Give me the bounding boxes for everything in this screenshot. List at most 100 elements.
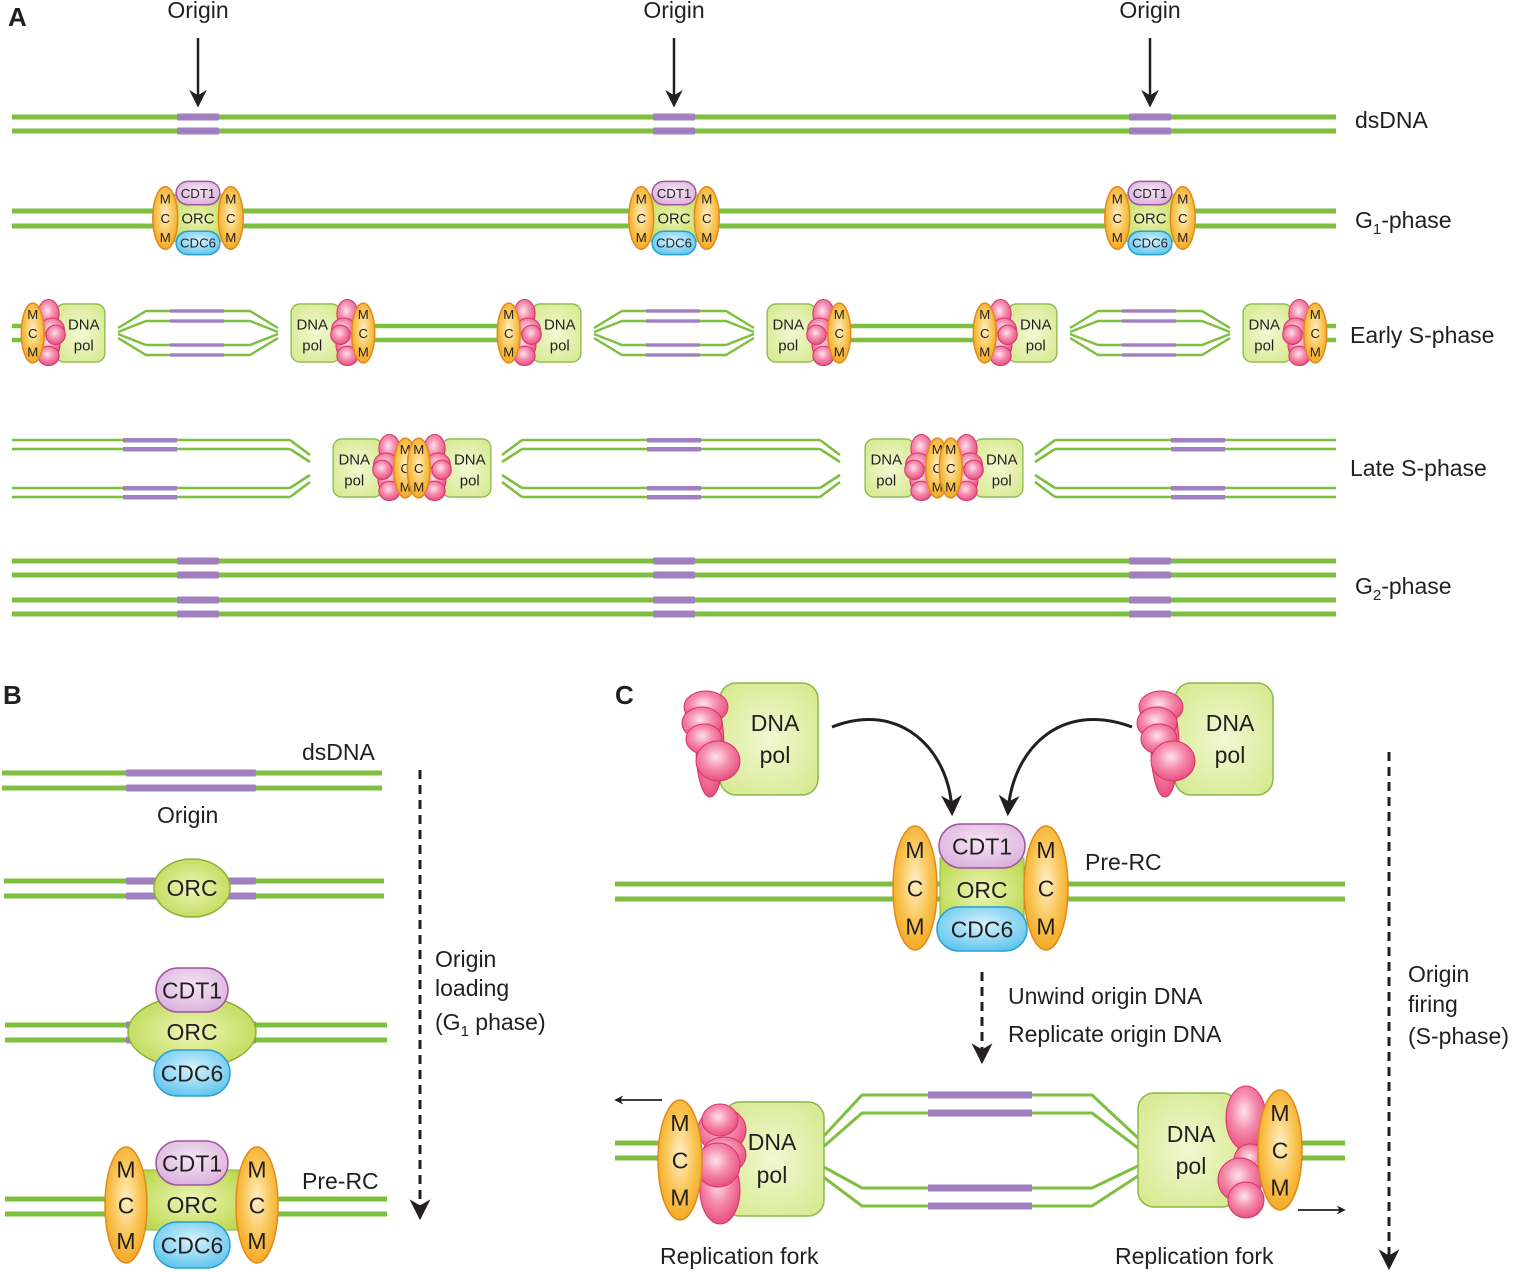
row-g2-chromatid-1 [12, 557, 1336, 579]
origin-segment [646, 353, 700, 357]
mcm-letter: C [249, 1192, 266, 1218]
helicase-subunit [806, 324, 827, 345]
daughter-strand [819, 447, 841, 464]
mcm-letter: C [414, 461, 424, 476]
mcm-shape [1257, 1089, 1303, 1211]
dna-pol-label: DNA [748, 1129, 797, 1155]
replication-bubble [117, 309, 279, 357]
origin-segment [123, 495, 177, 500]
daughter-strand [289, 438, 311, 457]
cdc6-protein-shape [1127, 230, 1173, 256]
mcm-letter: M [670, 1184, 689, 1210]
mcm-shape [892, 825, 938, 951]
orc-label: ORC [166, 1019, 217, 1045]
cdt1-protein: CDT1 [155, 967, 229, 1013]
dna-pol-label: pol [302, 338, 322, 355]
cdc6-protein-label: CDC6 [161, 1232, 224, 1258]
mcm-letter: M [413, 479, 424, 494]
mcm-letter: C [226, 211, 236, 226]
mcm-letter: C [672, 1147, 689, 1173]
daughter-strand [501, 447, 523, 464]
helicase-subunit [1282, 324, 1303, 345]
mcm-letter: C [1038, 875, 1055, 901]
origin-segment [1122, 319, 1176, 323]
orc-label: ORC [1134, 211, 1167, 227]
mcm-letter: C [28, 326, 38, 341]
cdt1-protein: CDT1 [938, 823, 1026, 869]
g1-suffix: -phase [1381, 207, 1451, 233]
dna-pol-label: pol [74, 338, 94, 355]
origin-segment [1171, 495, 1225, 500]
mcm-left: MCM [1104, 186, 1131, 250]
daughter-strand [819, 473, 841, 490]
daughter-strand [289, 447, 311, 464]
cdc6-protein: CDC6 [175, 230, 221, 256]
origin-segment [177, 610, 219, 618]
mcm-letter: M [905, 837, 924, 863]
panel-b-dsdna-label: dsDNA [302, 739, 376, 765]
mcm-right: MCM [217, 186, 244, 250]
origin-segment [177, 127, 219, 135]
origin-segment [123, 447, 177, 452]
mcm-protein: MCM [406, 437, 431, 499]
helicase-subunit [963, 459, 984, 480]
mcm-left: MCM [892, 825, 938, 951]
origin-segment [126, 769, 256, 777]
cdc6-protein: CDC6 [651, 230, 697, 256]
panel-c-process-line3: (S-phase) [1408, 1023, 1509, 1049]
mcm-letter: M [247, 1228, 266, 1254]
g2-sub: 2 [1373, 587, 1381, 604]
mcm-left: MCM [152, 186, 179, 250]
row-label-dsdna: dsDNA [1355, 107, 1429, 133]
panel-b-prerc-label: Pre-RC [302, 1168, 379, 1194]
daughter-strand [1030, 1174, 1139, 1208]
mcm-letter: M [701, 191, 712, 206]
mcm-protein: MCM [351, 302, 376, 364]
dna-pol-label: DNA [544, 316, 576, 333]
b-line3-prefix: (G [435, 1009, 461, 1035]
origin-segment [653, 113, 695, 121]
mcm-protein: MCM [938, 437, 963, 499]
daughter-strand [819, 480, 841, 499]
mcm-letter: M [834, 307, 845, 322]
cdc6-protein-label: CDC6 [656, 236, 692, 251]
origin-segment [177, 113, 219, 121]
origin-segment [170, 343, 224, 347]
daughter-strand [821, 1174, 940, 1208]
mcm-letter: M [945, 442, 956, 457]
origin-segment [647, 447, 701, 452]
mcm-letter: M [116, 1228, 135, 1254]
cdc6-protein-shape [936, 906, 1028, 952]
dna-pol-label: pol [876, 473, 896, 490]
mcm-protein: MCM [20, 302, 45, 364]
row-label-early-s-phase: Early S-phase [1350, 322, 1494, 348]
mcm-shape [235, 1146, 279, 1264]
dna-pol-shape [719, 682, 819, 796]
cdc6-protein-label: CDC6 [951, 916, 1014, 942]
origin-segment [177, 571, 219, 579]
panel-b-process-line1: Origin [435, 946, 496, 972]
helicase-subunit [330, 324, 351, 345]
panel-b-process-line2: loading [435, 975, 509, 1001]
origin-segment [126, 784, 256, 792]
origin-segment [928, 1109, 1032, 1117]
origin-segment [1129, 571, 1171, 579]
helicase-subunit [904, 459, 925, 480]
orc-protein: ORC [153, 858, 231, 918]
mcm-shape [938, 437, 963, 499]
row-label-g1-phase: G1-phase [1355, 207, 1452, 238]
mcm-letter: M [979, 344, 990, 359]
g2-suffix: -phase [1381, 573, 1451, 599]
mcm-letter: M [160, 230, 171, 245]
panel-b-origin-label: Origin [157, 802, 218, 828]
mcm-letter: C [401, 461, 411, 476]
cdt1-protein: CDT1 [175, 180, 221, 206]
helicase-subunit [431, 459, 452, 480]
origin-segment [653, 557, 695, 565]
